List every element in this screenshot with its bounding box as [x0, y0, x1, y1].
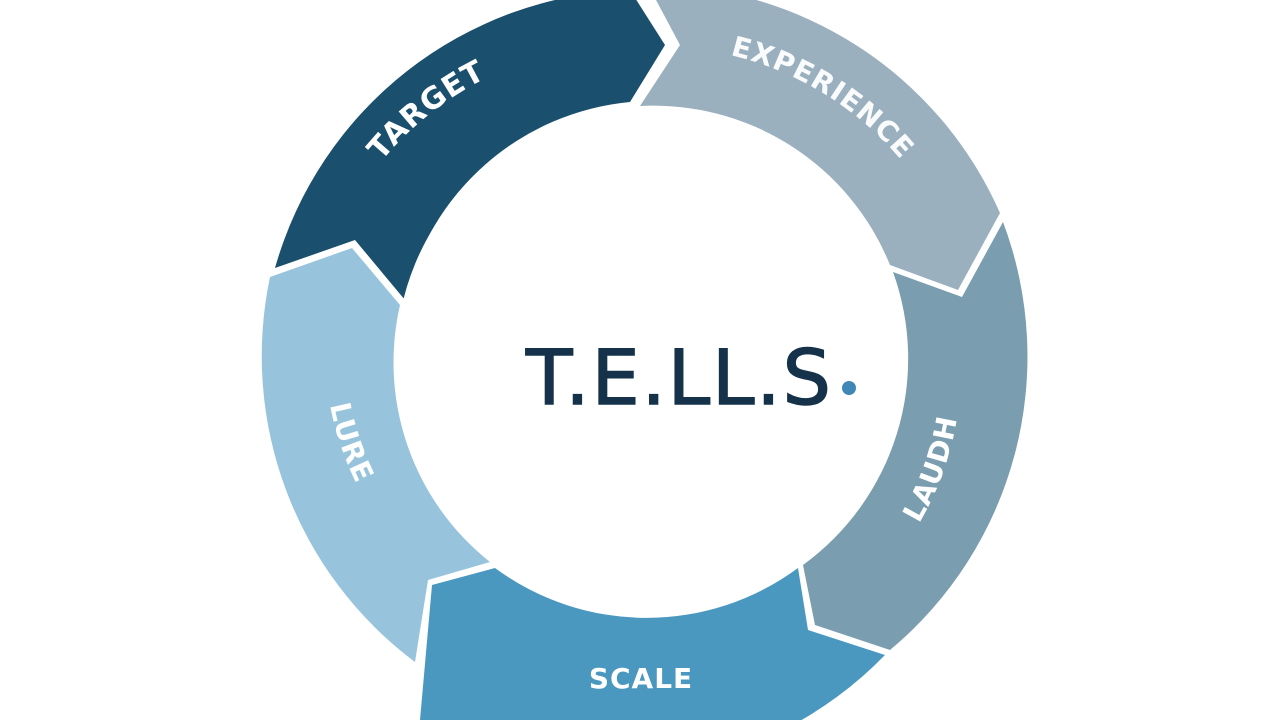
segment-laudh [803, 222, 1028, 650]
center-title: T.E.LL.S [525, 333, 833, 422]
label-scale: SCALE [589, 662, 693, 695]
segment-experience [640, 0, 1000, 290]
center-circle [396, 108, 900, 612]
accent-dot-icon [842, 381, 856, 395]
segment-target [275, 0, 665, 300]
segment-lure [261, 248, 490, 662]
segment-scale [420, 568, 885, 720]
